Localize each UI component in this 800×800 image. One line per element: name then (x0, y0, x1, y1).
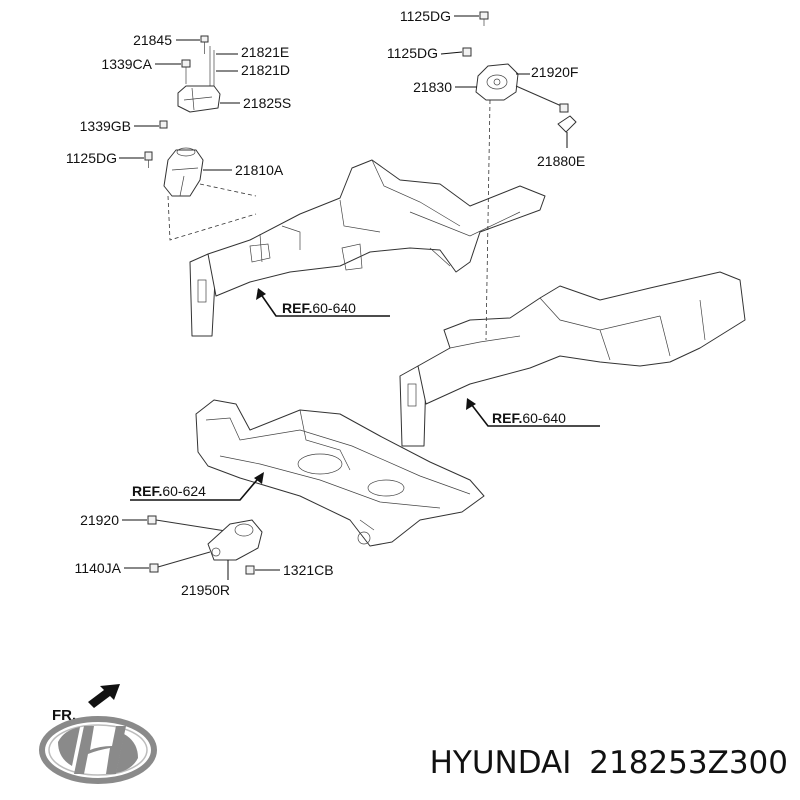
bolt-21920F (515, 85, 569, 113)
callout-1125DG-left: 1125DG (66, 150, 144, 166)
part-label: 21830 (413, 79, 452, 95)
front-arrow-icon (88, 684, 120, 708)
part-label: 21821D (241, 62, 290, 78)
part-label: 21920 (80, 512, 119, 528)
bracket-21825S (177, 85, 221, 113)
mount-21810A (163, 149, 204, 197)
arrow-head-icon (254, 472, 264, 484)
svg-text:REF.60-640: REF.60-640 (282, 300, 356, 316)
bracket-21880E (557, 115, 577, 133)
ref-callout-subframe: REF.60-624 (130, 472, 264, 501)
bolt-21845 (200, 35, 209, 54)
part-label: 1125DG (387, 45, 438, 61)
bolt-1125DG-top (479, 11, 489, 26)
bolt-1140JA (149, 551, 211, 573)
bolt-1125DG-mid (462, 47, 472, 57)
callout-21920: 21920 (80, 512, 147, 528)
part-label: 21920F (531, 64, 578, 80)
part-label: 1321CB (283, 562, 334, 578)
bolt-1339GB (159, 120, 168, 129)
roll-mount-assembly (147, 515, 263, 575)
svg-text:REF.60-624: REF.60-624 (132, 483, 206, 499)
part-label: 21825S (243, 95, 291, 111)
bolt-21920 (147, 515, 233, 533)
callout-1125DG-mid: 1125DG (387, 45, 463, 61)
callout-21821E: 21821E (216, 44, 289, 60)
callout-21920F: 21920F (516, 64, 578, 80)
arrow-head-icon (466, 398, 476, 410)
part-label: 21821E (241, 44, 289, 60)
svg-text:REF.60-640: REF.60-640 (492, 410, 566, 426)
callout-1125DG-top: 1125DG (400, 8, 479, 24)
callout-1140JA: 1140JA (75, 560, 149, 576)
engine-mount-left-assembly (144, 35, 257, 241)
frame-rail-upper (189, 159, 546, 337)
callout-21825S: 21825S (220, 95, 291, 111)
callout-1339CA: 1339CA (101, 56, 181, 72)
callout-21880E: 21880E (537, 132, 585, 169)
nut-1321CB (245, 565, 255, 575)
ref-prefix: REF. (132, 483, 162, 499)
brand-part-caption: HYUNDAI 218253Z300 (430, 745, 788, 781)
hyundai-logo (39, 716, 157, 784)
part-label: 1140JA (75, 560, 122, 576)
ref-callout-right-rail: REF.60-640 (466, 398, 600, 427)
part-label: 1339CA (101, 56, 152, 72)
bolts-21821 (209, 46, 215, 92)
callout-21950R: 21950R (181, 560, 230, 598)
front-subframe (195, 399, 485, 547)
arrow-head-icon (256, 288, 266, 300)
part-number: 218253Z300 (589, 745, 788, 781)
front-orientation-marker: FR. (52, 684, 120, 724)
part-label: 21880E (537, 153, 585, 169)
mount-21950R (207, 519, 263, 561)
frame-rail-lower (399, 271, 746, 447)
part-label: 21950R (181, 582, 230, 598)
front-label: FR. (52, 707, 76, 724)
part-label: 1339GB (80, 118, 131, 134)
bolt-1125DG-left (144, 151, 153, 168)
callout-1339GB: 1339GB (80, 118, 159, 134)
callout-21830: 21830 (413, 79, 477, 95)
ref-prefix: REF. (492, 410, 522, 426)
callout-21810A: 21810A (203, 162, 284, 178)
ref-code: 60-640 (312, 300, 356, 316)
part-label: 1125DG (400, 8, 451, 24)
part-label: 21810A (235, 162, 284, 178)
ref-prefix: REF. (282, 300, 312, 316)
ref-callout-left-rail: REF.60-640 (256, 288, 390, 317)
callout-21845: 21845 (133, 32, 200, 48)
mount-21830 (475, 63, 519, 101)
bolt-1339CA (181, 59, 191, 84)
ref-code: 60-624 (162, 483, 206, 499)
callout-1321CB: 1321CB (255, 562, 334, 578)
transmission-mount-assembly (462, 11, 577, 133)
part-label: 1125DG (66, 150, 117, 166)
ref-code: 60-640 (522, 410, 566, 426)
callout-21821D: 21821D (216, 62, 290, 78)
brand-name: HYUNDAI (430, 745, 572, 781)
part-label: 21845 (133, 32, 172, 48)
